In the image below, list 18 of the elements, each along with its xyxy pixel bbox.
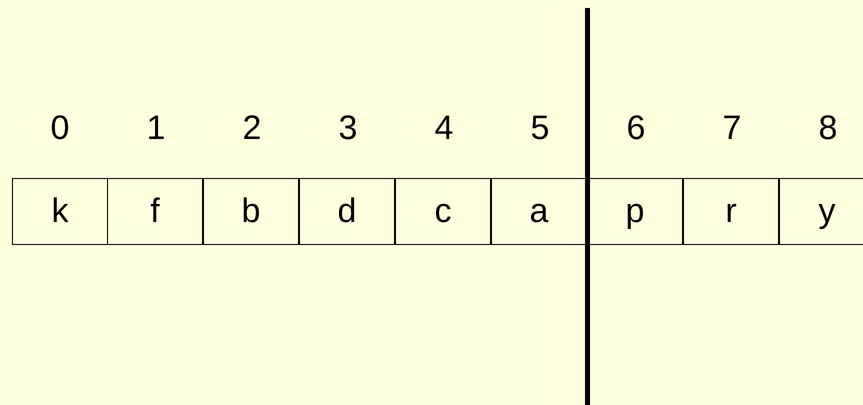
array-cell: a <box>491 178 587 245</box>
array-cell: d <box>299 178 395 245</box>
index-number: 7 <box>722 108 742 148</box>
index-number: 8 <box>818 108 838 148</box>
array-cell: b <box>203 178 299 245</box>
array-cell: p <box>587 178 683 245</box>
index-number: 4 <box>434 108 454 148</box>
array-cell: k <box>12 178 108 245</box>
array-cell: r <box>683 178 779 245</box>
array-cell: c <box>395 178 491 245</box>
index-number: 1 <box>146 108 166 148</box>
index-number: 0 <box>50 108 70 148</box>
array-cell: f <box>107 178 203 245</box>
index-number: 6 <box>626 108 646 148</box>
index-number: 2 <box>242 108 262 148</box>
index-number: 5 <box>530 108 550 148</box>
array-cell: y <box>779 178 863 245</box>
index-number: 3 <box>338 108 358 148</box>
